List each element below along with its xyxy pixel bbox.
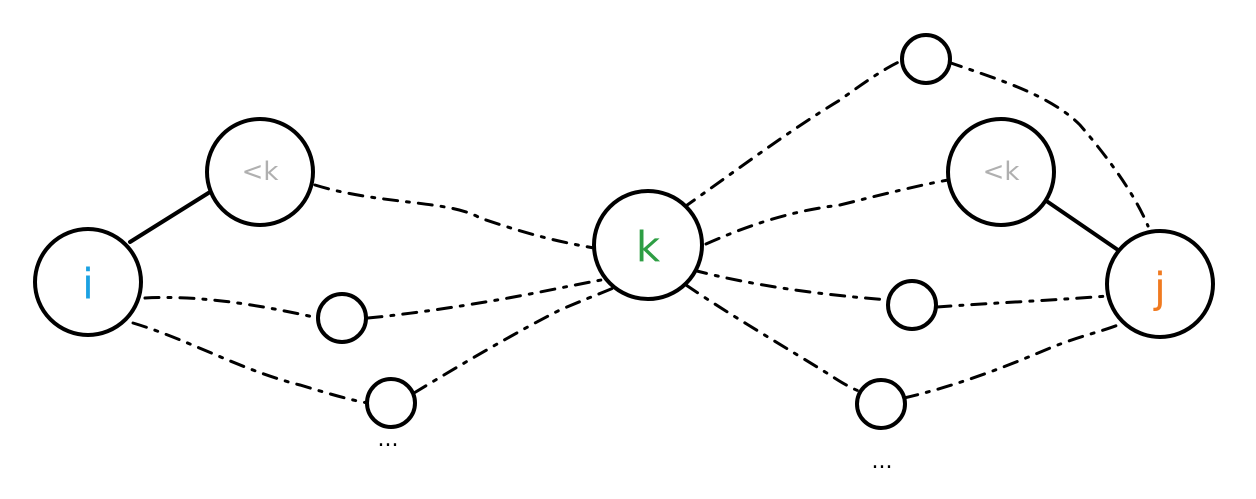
node-k-label: k xyxy=(636,223,661,272)
edge-i-to-less-k-left xyxy=(128,190,212,244)
edge-small-node-right-mid-to-j xyxy=(935,294,1109,309)
edge-i-to-small-node-left-mid xyxy=(143,295,320,320)
edge-small-node-left-bottom-to-k xyxy=(412,283,622,395)
ellipsis-right: ... xyxy=(872,449,893,474)
edge-k-to-less-k-right xyxy=(704,178,950,246)
edge-j-to-less-k-right xyxy=(1043,198,1120,252)
edge-less-k-left-to-k xyxy=(313,183,596,250)
small-node-top-right[interactable] xyxy=(900,33,952,85)
node-i[interactable]: i xyxy=(33,227,143,337)
edge-small-node-right-bottom-to-j xyxy=(902,323,1120,400)
node-less-k-right[interactable]: <k xyxy=(946,117,1056,227)
node-less-k-left-label: <k xyxy=(242,157,279,187)
edge-k-to-small-node-top xyxy=(681,58,905,210)
small-node-left-mid[interactable] xyxy=(316,292,368,344)
edge-small-node-top-to-j xyxy=(946,60,1150,228)
edge-k-to-small-node-right-mid xyxy=(691,268,892,302)
node-j[interactable]: j xyxy=(1105,229,1215,339)
edge-small-node-left-mid-to-k xyxy=(366,276,614,320)
node-i-label: i xyxy=(82,260,94,309)
edge-i-to-small-node-left-bottom xyxy=(131,321,370,405)
node-less-k-right-label: <k xyxy=(983,157,1020,187)
node-j-label: j xyxy=(1153,264,1166,313)
ellipsis-left: ... xyxy=(378,427,399,452)
node-less-k-left[interactable]: <k xyxy=(205,117,315,227)
node-k[interactable]: k xyxy=(592,189,704,301)
edge-k-to-small-node-right-bottom xyxy=(684,283,864,394)
small-node-left-bottom[interactable] xyxy=(365,377,417,429)
small-node-right-mid[interactable] xyxy=(886,279,938,331)
small-node-right-bottom[interactable] xyxy=(855,378,907,430)
